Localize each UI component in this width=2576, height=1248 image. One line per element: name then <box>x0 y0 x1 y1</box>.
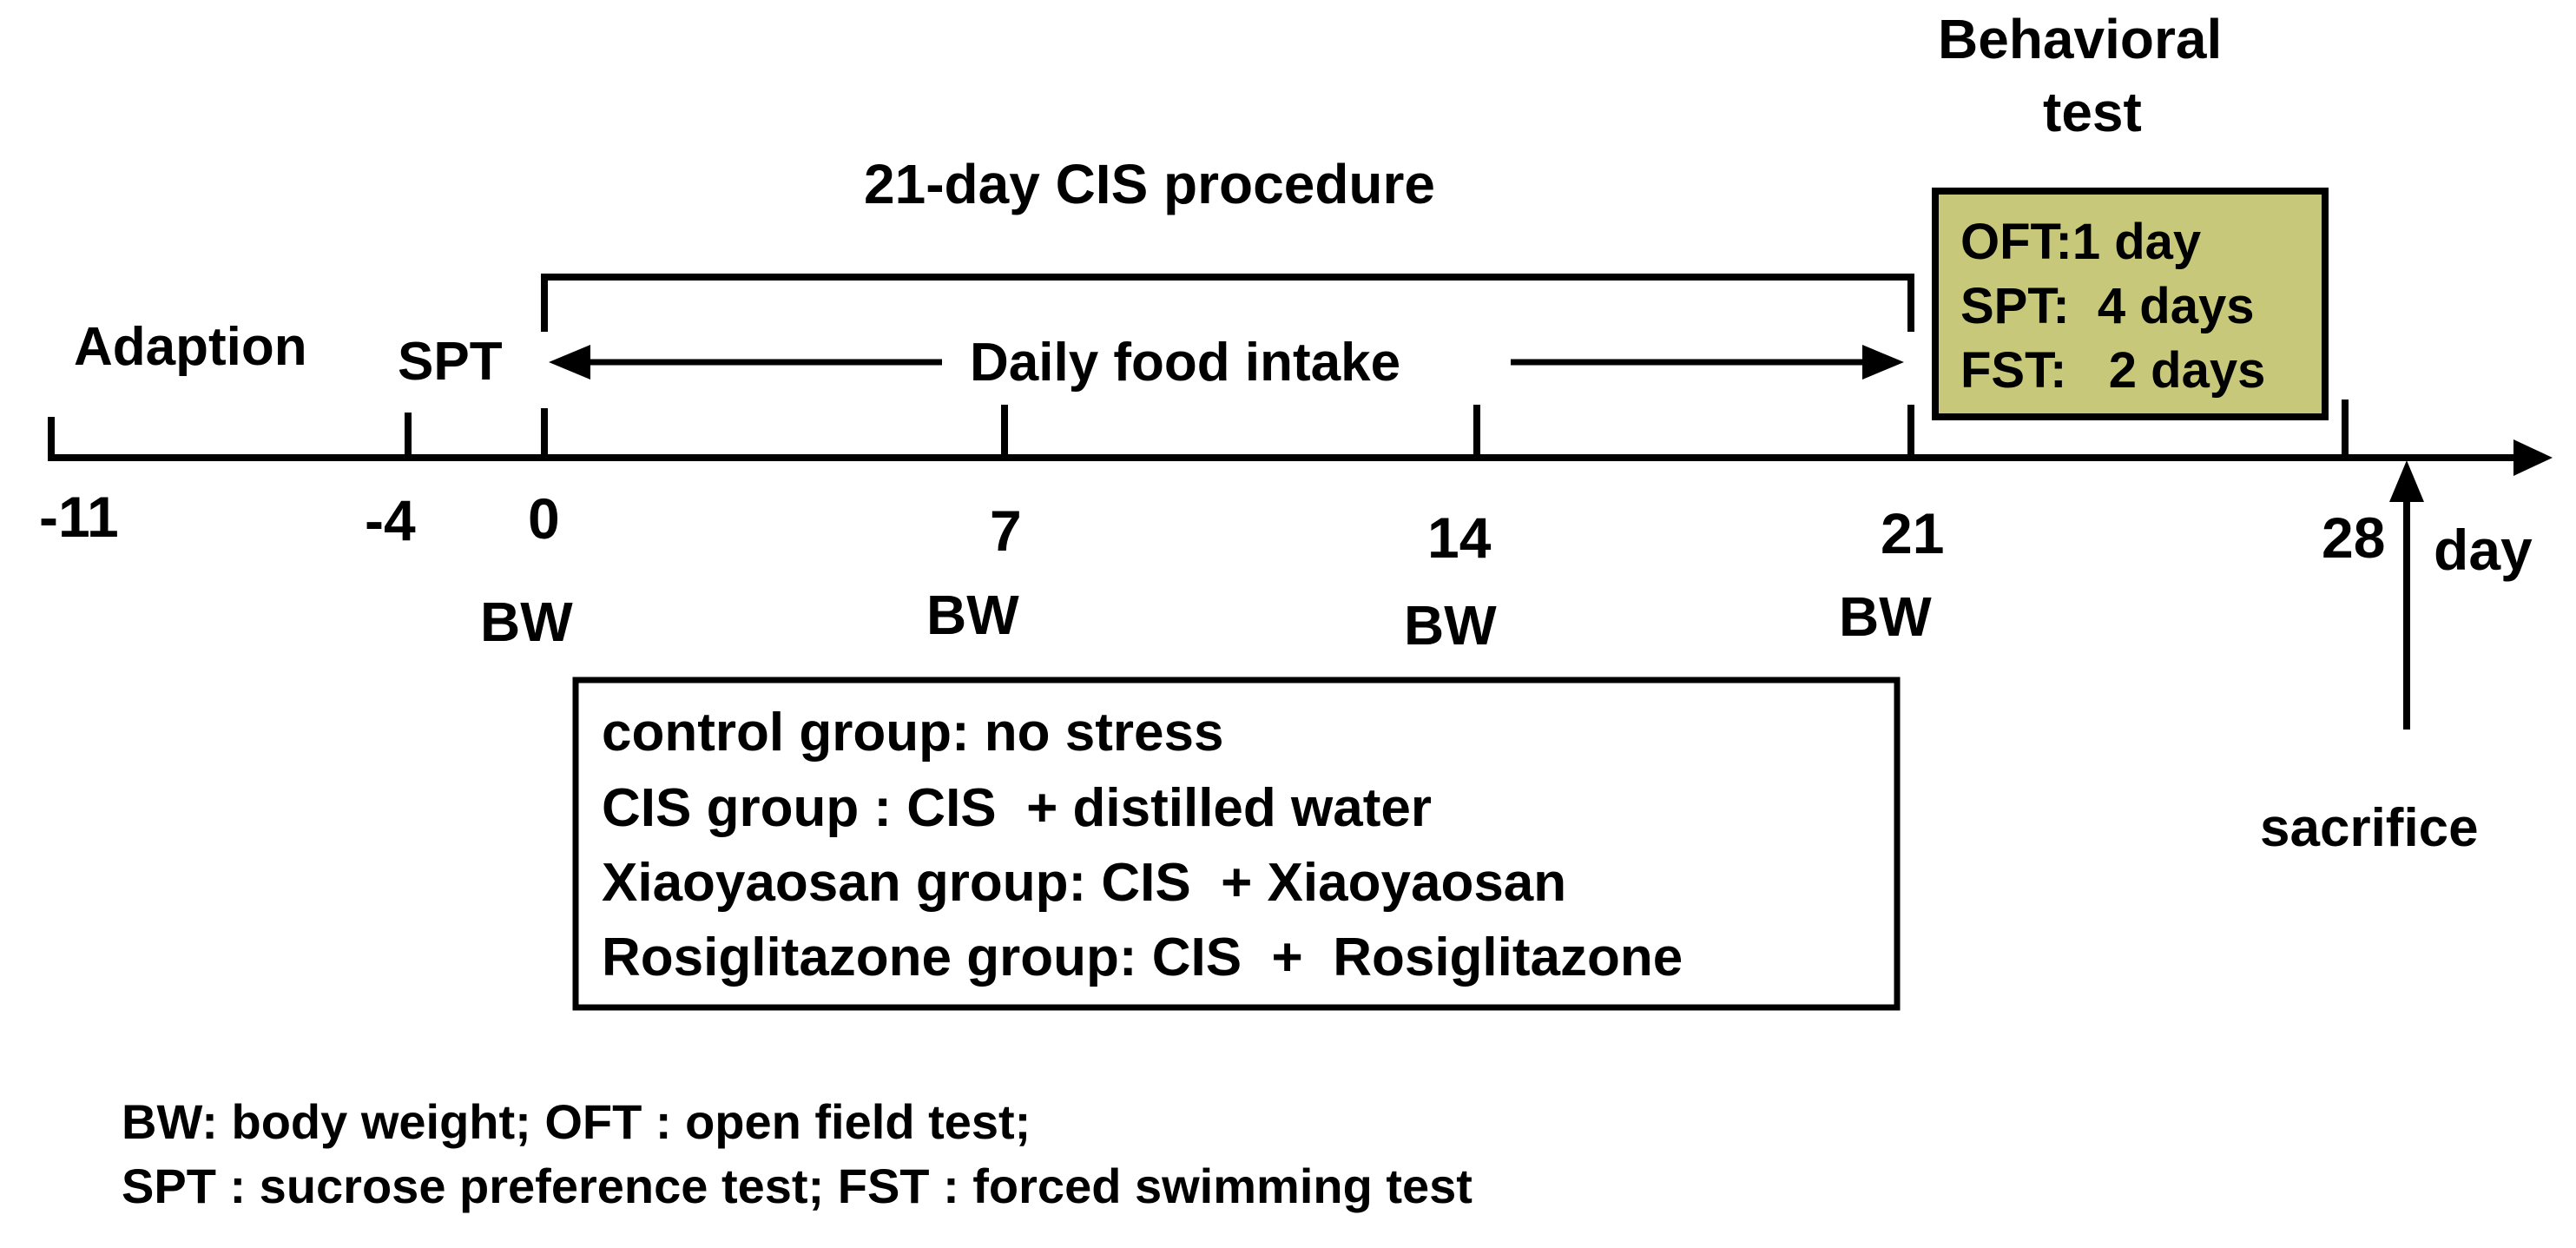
spt-phase-label: SPT <box>398 332 503 392</box>
legend-line-1: BW: body weight; OFT : open field test; <box>122 1094 1031 1149</box>
legend-line-2: SPT : sucrose preference test; FST : for… <box>122 1159 1472 1213</box>
tick-label-minus11: -11 <box>39 485 119 549</box>
sacrifice-arrowhead-icon <box>2389 460 2424 502</box>
bw-label-day7: BW <box>926 584 1019 646</box>
group-line-control: control group: no stress <box>602 703 1223 763</box>
procedure-bracket <box>541 274 1914 332</box>
adaption-label: Adaption <box>74 317 307 377</box>
bw-label-day21: BW <box>1839 585 1932 648</box>
tick-label-0: 0 <box>528 486 560 551</box>
groups-box <box>572 677 1901 1011</box>
tick-label-minus4: -4 <box>365 488 416 552</box>
tick-label-21: 21 <box>1881 501 1944 565</box>
behavioral-test-item-oft: OFT:1 day <box>1960 214 2201 270</box>
behavioral-test-title-line1: Behavioral <box>1938 8 2222 70</box>
behavioral-test-title-line2: test <box>2043 81 2142 143</box>
behavioral-test-item-spt: SPT: 4 days <box>1960 278 2254 334</box>
daily-food-intake-label: Daily food intake <box>970 333 1400 393</box>
right-arrowhead-icon <box>1862 345 1904 380</box>
axis-unit-label: day <box>2434 518 2533 582</box>
behavioral-test-box <box>1932 188 2329 420</box>
left-arrowhead-icon <box>549 345 590 380</box>
procedure-title: 21-day CIS procedure <box>864 153 1435 215</box>
bw-label-day0: BW <box>480 591 573 653</box>
behavioral-test-item-fst: FST: 2 days <box>1960 342 2265 399</box>
timeline-arrowhead-icon <box>2513 439 2553 476</box>
bw-label-day14: BW <box>1404 594 1497 657</box>
tick-label-28: 28 <box>2322 505 2385 570</box>
sacrifice-label: sacrifice <box>2260 798 2479 858</box>
tick-label-7: 7 <box>990 499 1022 563</box>
group-line-cis: CIS group : CIS + distilled water <box>602 778 1432 838</box>
group-line-xiaoyaosan: Xiaoyaosan group: CIS + Xiaoyaosan <box>602 853 1566 913</box>
group-line-rosiglitazone: Rosiglitazone group: CIS + Rosiglitazone <box>602 928 1683 987</box>
tick-label-14: 14 <box>1427 505 1492 570</box>
